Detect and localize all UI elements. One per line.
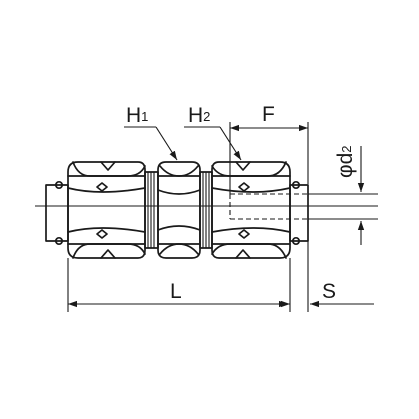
h1-subscript: 1 — [141, 109, 148, 124]
hidden-bore — [229, 193, 308, 220]
h2-subscript: 2 — [203, 109, 210, 124]
s-label: S — [322, 280, 336, 303]
s-dimension: S — [270, 241, 374, 312]
d2-subscript: 2 — [339, 145, 354, 152]
left-shoulder — [144, 171, 159, 249]
h2-callout: H2 — [184, 104, 242, 161]
center-body-hex — [157, 161, 201, 259]
l-dimension: L — [67, 258, 291, 312]
f-label: F — [262, 103, 275, 126]
left-hex-nut — [67, 161, 146, 259]
h1-label: H1 — [126, 104, 148, 127]
l-label: L — [170, 280, 182, 303]
h2-label: H2 — [188, 104, 210, 127]
d2-label: φd2 — [334, 145, 357, 178]
right-shoulder — [199, 171, 213, 249]
right-tube — [289, 180, 309, 246]
right-hex-nut — [211, 161, 291, 259]
d2-dimension: φd2 — [308, 145, 378, 245]
h1-callout: H1 — [124, 104, 178, 161]
left-tube — [45, 180, 69, 246]
f-dimension: F — [229, 103, 309, 194]
